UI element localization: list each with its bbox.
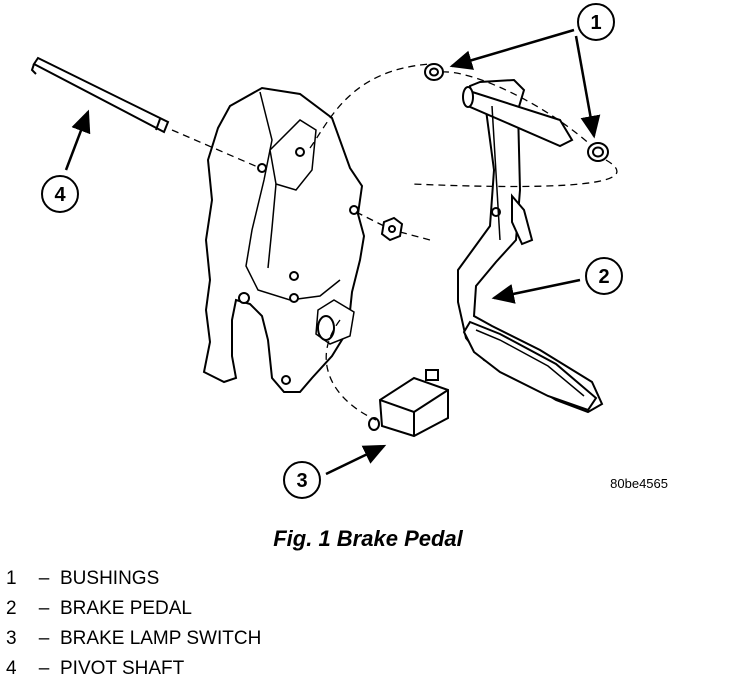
legend-item-dash: – bbox=[38, 628, 50, 649]
legend-item-label: BUSHINGS bbox=[60, 568, 160, 589]
callout-4: 4 bbox=[41, 175, 79, 213]
legend-item: 3–BRAKE LAMP SWITCH bbox=[6, 624, 261, 654]
svg-text:1: 1 bbox=[590, 12, 601, 34]
brake-pedal-diagram: 1 2 3 4 80be4565 bbox=[30, 3, 668, 499]
legend-item-number: 1 bbox=[6, 568, 17, 589]
legend-item-dash: – bbox=[38, 568, 50, 589]
svg-text:2: 2 bbox=[598, 266, 609, 288]
legend-item-number: 3 bbox=[6, 628, 17, 649]
legend-item: 4–PIVOT SHAFT bbox=[6, 654, 261, 684]
bushing-upper bbox=[424, 63, 444, 81]
leader-arrows bbox=[64, 28, 601, 476]
legend-item-dash: – bbox=[38, 658, 50, 679]
callout-2: 2 bbox=[585, 257, 623, 295]
callout-3: 3 bbox=[283, 461, 321, 499]
bushing-lower bbox=[587, 142, 609, 162]
callout-1: 1 bbox=[577, 3, 615, 41]
legend-item-dash: – bbox=[38, 598, 50, 619]
svg-text:3: 3 bbox=[296, 470, 307, 492]
legend-item-label: BRAKE LAMP SWITCH bbox=[60, 628, 262, 649]
legend-item-number: 4 bbox=[6, 658, 17, 679]
pivot-shaft bbox=[30, 56, 170, 134]
figure-ref-code: 80be4565 bbox=[610, 476, 668, 491]
mounting-nut bbox=[380, 216, 404, 242]
brake-pedal bbox=[457, 78, 604, 414]
figure-title: Fig. 1 Brake Pedal bbox=[273, 526, 463, 551]
svg-text:4: 4 bbox=[54, 184, 66, 206]
legend-list: 1–BUSHINGS 2–BRAKE PEDAL 3–BRAKE LAMP SW… bbox=[6, 564, 261, 684]
brake-lamp-switch bbox=[368, 369, 449, 438]
legend-item: 2–BRAKE PEDAL bbox=[6, 594, 261, 624]
assembly-guide-lines bbox=[171, 63, 618, 421]
legend-item-label: PIVOT SHAFT bbox=[60, 658, 185, 679]
legend-item: 1–BUSHINGS bbox=[6, 564, 261, 594]
legend-item-number: 2 bbox=[6, 598, 17, 619]
legend-item-label: BRAKE PEDAL bbox=[60, 598, 192, 619]
pedal-support-bracket bbox=[202, 86, 366, 393]
